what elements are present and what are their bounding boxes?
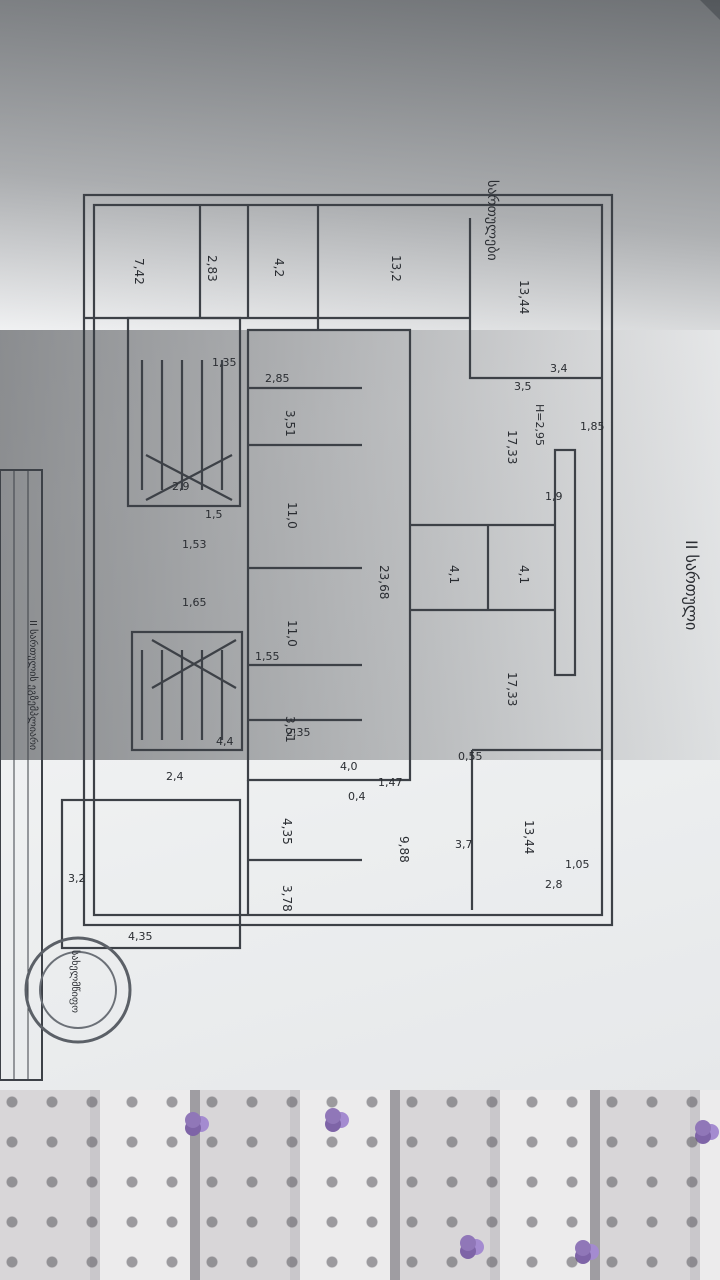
dim-19: 1,47 [378, 776, 403, 789]
dimension-labels: 2,85 1,35 2,9 1,5 1,53 1,65 2,4 3,2 4,35… [68, 356, 605, 943]
dim-12: 4,4 [216, 735, 234, 748]
room-2-area: 17,33 [505, 430, 519, 464]
room-9-area: 9,88 [397, 836, 411, 863]
shadow-overlay-top [0, 0, 720, 330]
room-4-area: 4,1 [447, 565, 461, 584]
dim-21: 0,55 [458, 750, 483, 763]
lavender-flower-1 [185, 1112, 201, 1128]
lavender-flower-5 [575, 1240, 591, 1256]
dim-16: 1,9 [545, 490, 563, 503]
room-13-area: 11,0 [285, 620, 299, 647]
dim-13: 4,0 [340, 760, 358, 773]
ceiling-height: H=2,95 [533, 404, 546, 446]
title-block: II სართულის ეგზემპლიარი [0, 469, 43, 1081]
dim-15: 1,85 [580, 420, 605, 433]
official-stamp: სახელმწიფო [24, 936, 132, 1044]
dim-2: 1,35 [212, 356, 237, 369]
shadow-overlay-mid [0, 330, 720, 760]
room-labels: 7,42 2,83 4,2 13,2 13,44 17,33 3,51 11,0… [132, 255, 536, 912]
room-17-area: 7,42 [132, 258, 146, 285]
room-7-area: 13,2 [389, 255, 403, 282]
dim-6: 1,65 [182, 596, 207, 609]
room-6-area: 13,44 [522, 820, 536, 854]
dim-1: 2,85 [265, 372, 290, 385]
tablecloth-background [0, 1090, 720, 1280]
dim-20: 0,4 [348, 790, 366, 803]
dim-3: 2,9 [172, 480, 190, 493]
dim-18: 3,7 [455, 838, 473, 851]
lavender-flower-4 [460, 1235, 476, 1251]
lavender-flower-2 [325, 1108, 341, 1124]
header-caption: სართულები [484, 180, 501, 261]
room-5-area: 17,33 [505, 672, 519, 706]
dim-4: 1,5 [205, 508, 223, 521]
dim-23: 2,8 [545, 878, 563, 891]
room-1-area: 13,44 [517, 280, 531, 314]
dim-11: 1,55 [255, 650, 280, 663]
room-16-area: 2,83 [205, 255, 219, 282]
room-11-area: 3,51 [283, 410, 297, 437]
room-12-area: 11,0 [285, 502, 299, 529]
room-15-area: 3,78 [280, 885, 294, 912]
room-3-area: 4,1 [517, 565, 531, 584]
room-8-area: 23,68 [377, 565, 391, 599]
dim-8: 3,2 [68, 872, 86, 885]
room-14-area: 3,51 [283, 716, 297, 743]
lavender-flower-3 [695, 1120, 711, 1136]
room-10-area: 4,2 [272, 258, 286, 277]
dim-10: 2,35 [286, 726, 311, 739]
title-block-text: II სართულის ეგზემპლიარი [27, 620, 39, 750]
floor-label: II სართული [682, 540, 701, 630]
dim-5: 1,53 [182, 538, 207, 551]
dim-7: 2,4 [166, 770, 184, 783]
stamp-text: სახელმწიფო [69, 950, 81, 1013]
walls [60, 193, 614, 950]
dim-22: 1,05 [565, 858, 590, 871]
dim-17: 3,4 [550, 362, 568, 375]
room-18-area: 4,35 [280, 818, 294, 845]
dim-9: 4,35 [128, 930, 153, 943]
dim-14: 3,5 [514, 380, 532, 393]
